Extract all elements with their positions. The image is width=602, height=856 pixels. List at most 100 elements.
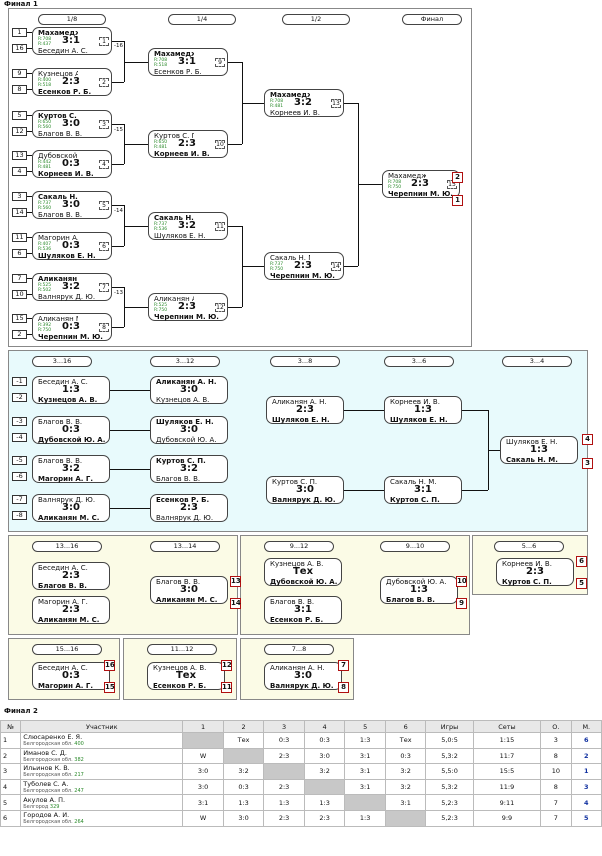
seed-number: -7 [12,495,27,504]
place-badge: 9 [456,598,467,609]
result-cell: 0:3 [222,778,265,796]
player-rating: R:502 [38,288,52,293]
place-badge: 15 [104,682,115,693]
connector [112,164,124,165]
player-rating: R:525 [38,283,52,288]
result-cell: 2:3 [263,747,305,765]
result-cell: 3:0 [182,778,224,796]
player-name: Корнеев И. В. [270,109,320,117]
player-name: Сакаль Н. М. [38,193,78,201]
participant-name: Акулов А. П. [23,795,66,804]
player-name: Благов В. В. [156,475,201,483]
seed-number: 10 [12,290,27,299]
connector [27,48,32,49]
result-cell [222,747,265,765]
table-header: 3 [263,720,305,733]
table-header: № [0,720,22,733]
page-title: Финал 1 [4,0,38,8]
result-cell: 3:1 [344,747,386,765]
participant-cell: Иманов С. Д.Белгородская обл. 382 [20,747,184,765]
player-name: Черепнин М. Ю. [154,313,219,321]
result-cell: 2:3 [263,778,305,796]
match-number: 9 [215,58,225,67]
place-badge: 4 [582,434,593,445]
connector [110,469,150,470]
round-header: 1/8 [38,14,106,25]
row-number: 1 [0,732,22,749]
round-header: 5...6 [494,541,564,552]
player-rating: R:737 [154,222,168,227]
player-name: Кузнецов А. В. [270,560,324,568]
connector [462,410,488,411]
player-name: Аликанян М. С. [38,514,100,522]
player-name: Черепнин М. Ю. [38,333,103,341]
seed-number: -6 [12,472,27,481]
round-header: 3...12 [150,356,220,367]
player-name: Валнярук Д. Ю. [270,682,334,690]
table-header: 4 [303,720,346,733]
place-cell: 1 [570,763,602,780]
connector [112,41,124,42]
round-header: 7...8 [264,644,334,655]
result-cell [344,794,386,811]
player-name: Благов В. В. [38,130,83,138]
player-rating: R:536 [154,227,168,232]
player-name: Корнеев И. В. [38,170,94,178]
match-number: 12 [215,303,225,312]
player-rating: R:560 [38,206,52,211]
player-name: Корнеев И. В. [154,150,210,158]
result-cell: 0:3 [263,732,305,749]
match-score: 0:3 [62,670,80,681]
match-score: 1:3 [414,404,432,415]
match-score: 3:0 [294,670,312,681]
seed-number: -8 [12,511,27,520]
player-name: Сакаль Н. М. [390,478,437,486]
player-name: Куртов С. П. [154,132,194,140]
player-name: Аликанян А. Н. [270,664,325,672]
player-name: Есенков Р. Б. [156,496,210,504]
place-cell: 3 [570,778,602,796]
player-name: Благов В. В. [386,596,435,604]
match-number: 5 [99,201,109,210]
sets-cell: 1:15 [472,732,542,749]
points-cell: 8 [540,747,572,765]
player-name: Благов В. В. [156,578,201,586]
seed-number: 1 [12,28,27,37]
result-cell: 1:3 [303,794,346,811]
connector [110,508,150,509]
seed-number: -1 [12,377,27,386]
result-cell: 1:3 [344,732,386,749]
player-name: Шуляков Е. Н. [154,232,206,240]
seed-number: 7 [12,274,27,283]
connector [124,226,148,227]
match-score: 2:3 [411,178,429,189]
participant-city: Белгородская обл. 264 [23,819,84,826]
round-header: 9...10 [380,541,450,552]
match-number: 13 [331,99,341,108]
connector [124,205,125,246]
player-name: Дубовской Ю. А. [156,436,217,444]
match-score: 2:3 [180,502,198,513]
round-header: Финал [402,14,462,25]
connector [228,307,242,308]
participant-city: Белгородская обл. 382 [23,756,84,763]
match-score: 0:3 [62,158,80,169]
points-cell: 3 [540,732,572,749]
result-cell: 3:1 [384,794,427,811]
place-cell: 5 [570,809,602,827]
